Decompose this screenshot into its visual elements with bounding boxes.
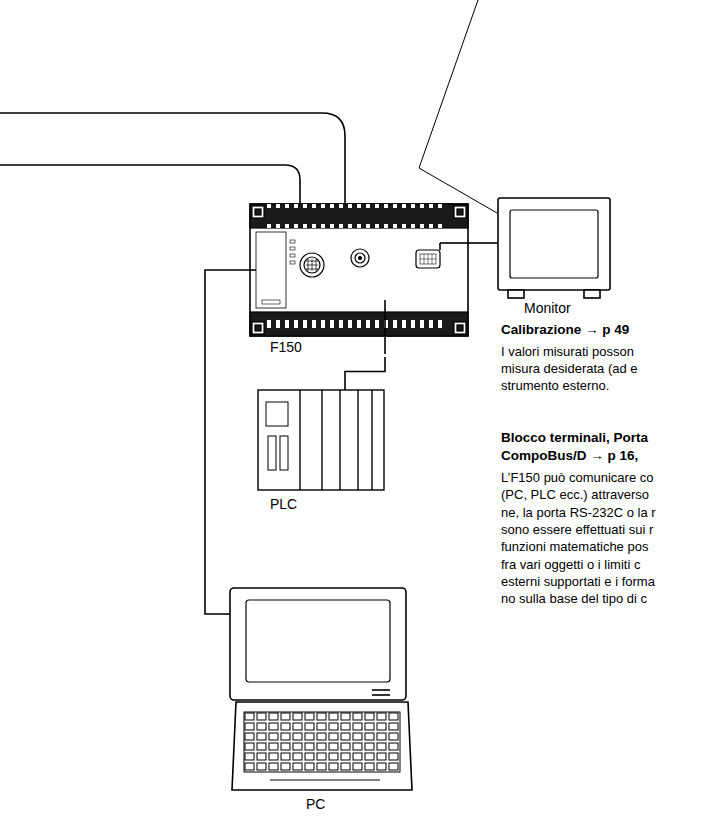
section-heading: Blocco terminali, Porta [501,430,648,445]
device-label: PLC [270,496,297,512]
controller-node: F150 [250,198,468,357]
body-text: funzioni matematiche pos [501,539,648,554]
cable [0,165,300,204]
section-heading: CompoBus/D → p 16, [501,448,638,463]
body-text: ne, la porta RS-232C o la r [501,505,656,520]
body-text: no sulla base del tipo di c [501,591,647,606]
cable [468,242,498,244]
cables [0,0,497,614]
body-text: L’F150 può comunicare co [501,470,653,485]
cable-stub [384,336,386,354]
cable [205,270,250,614]
device-label: PC [306,796,325,812]
plc-unit [258,390,384,490]
cable [0,113,345,204]
body-text: misura desiderata (ad e [501,361,638,376]
section-heading: Calibrazione → p 49 [501,322,629,337]
body-text: sono essere effettuati sui r [501,522,653,537]
pc-node: PC [226,584,418,816]
body-text: strumento esterno. [501,378,609,393]
f150-unit [250,204,468,336]
plc-node: PLC [254,386,388,516]
device-label: Monitor [524,300,571,316]
pc-unit [230,588,412,790]
monitor-node: Monitor [498,194,614,320]
body-text: esterni supportati e i forma [501,574,655,589]
device-label: F150 [270,339,302,355]
monitor-unit [498,198,610,298]
body-text: I valori misurati posson [501,344,634,359]
cable [345,357,385,386]
body-text: fra vari oggetti o i limiti c [501,557,640,572]
body-text: (PC, PLC ecc.) attraverso [501,487,649,502]
leader-line [419,0,497,213]
